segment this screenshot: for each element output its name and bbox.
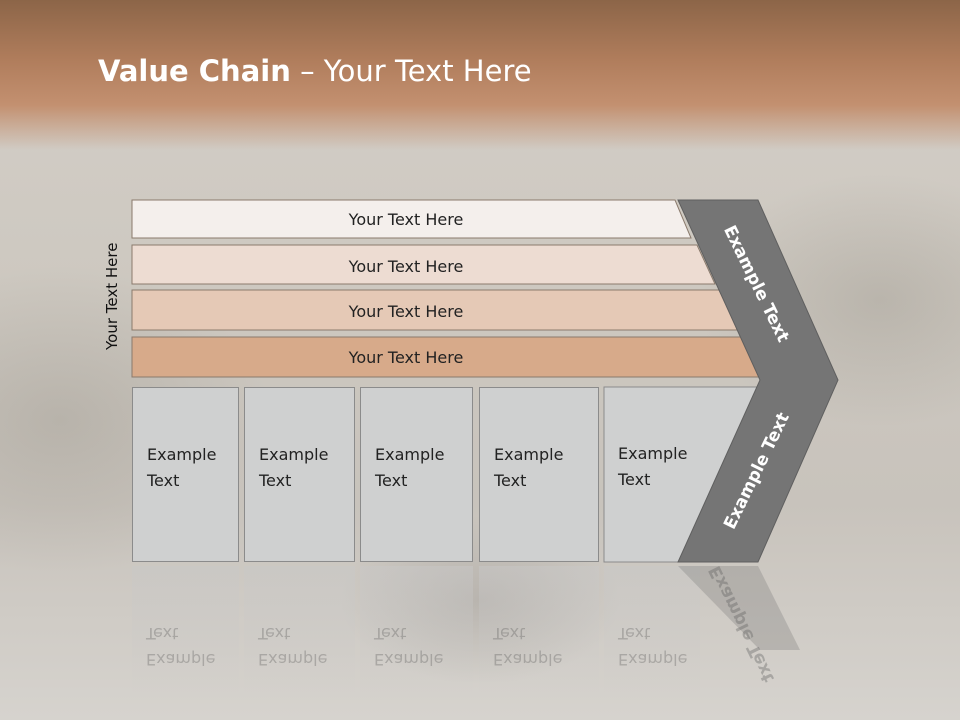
row-label-1: Your Text Here bbox=[348, 209, 464, 229]
slide-title[interactable]: Value Chain – Your Text Here bbox=[98, 54, 532, 88]
header-band bbox=[0, 0, 960, 150]
chevron-arrow[interactable] bbox=[677, 199, 839, 563]
row-label-4: Your Text Here bbox=[348, 347, 464, 367]
row-label-3: Your Text Here bbox=[348, 301, 464, 321]
title-rest: – Your Text Here bbox=[290, 54, 532, 88]
chevron-reflection bbox=[678, 566, 800, 650]
row-bar-1[interactable] bbox=[131, 199, 692, 239]
title-bold: Value Chain bbox=[98, 54, 291, 88]
row-label-2: Your Text Here bbox=[348, 256, 464, 276]
row-bar-2[interactable] bbox=[131, 244, 716, 285]
